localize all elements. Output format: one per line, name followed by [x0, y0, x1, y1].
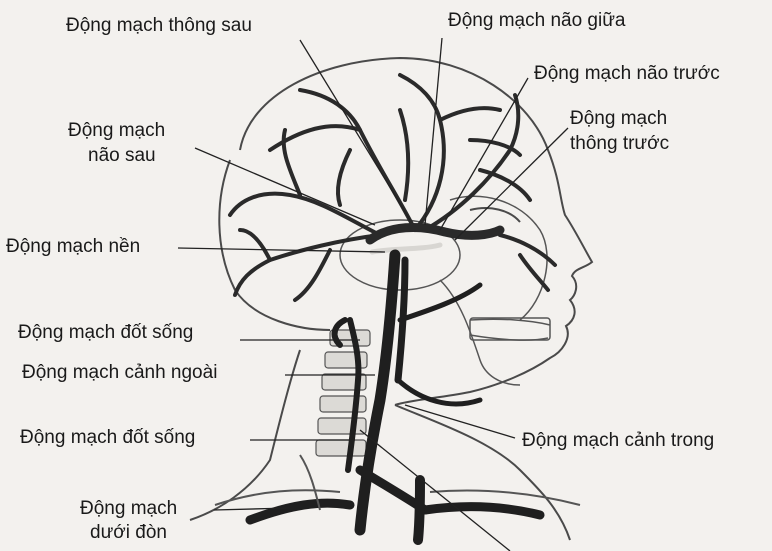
skull-outline: [340, 196, 550, 385]
basilar-label: Động mạch nền: [6, 235, 140, 259]
circle-of-willis: [370, 227, 500, 252]
middle-cerebral-label: Động mạch não giữa: [448, 9, 626, 33]
external-carotid-label: Động mạch cảnh ngoài: [22, 361, 217, 385]
subclavian-label-line2: dưới đòn: [90, 521, 167, 545]
posterior-cerebral-label-line2: não sau: [88, 144, 156, 168]
anterior-cerebral-label: Động mạch não trước: [534, 62, 720, 86]
posterior-communicating-label: Động mạch thông sau: [66, 14, 252, 38]
neck-vessels: [250, 255, 540, 540]
clavicle-outline: [215, 455, 580, 510]
posterior-cerebral-label-line1: Động mạch: [68, 119, 165, 143]
internal-carotid-label: Động mạch cảnh trong: [522, 429, 714, 453]
vertebral-upper-label: Động mạch đốt sống: [18, 321, 193, 345]
anterior-communicating-label-line1: Động mạch: [570, 107, 667, 131]
vertebral-column: [316, 330, 370, 456]
vertebral-lower-label: Động mạch đốt sống: [20, 426, 195, 450]
anterior-communicating-label-line2: thông trước: [570, 132, 669, 156]
subclavian-label-line1: Động mạch: [80, 497, 177, 521]
